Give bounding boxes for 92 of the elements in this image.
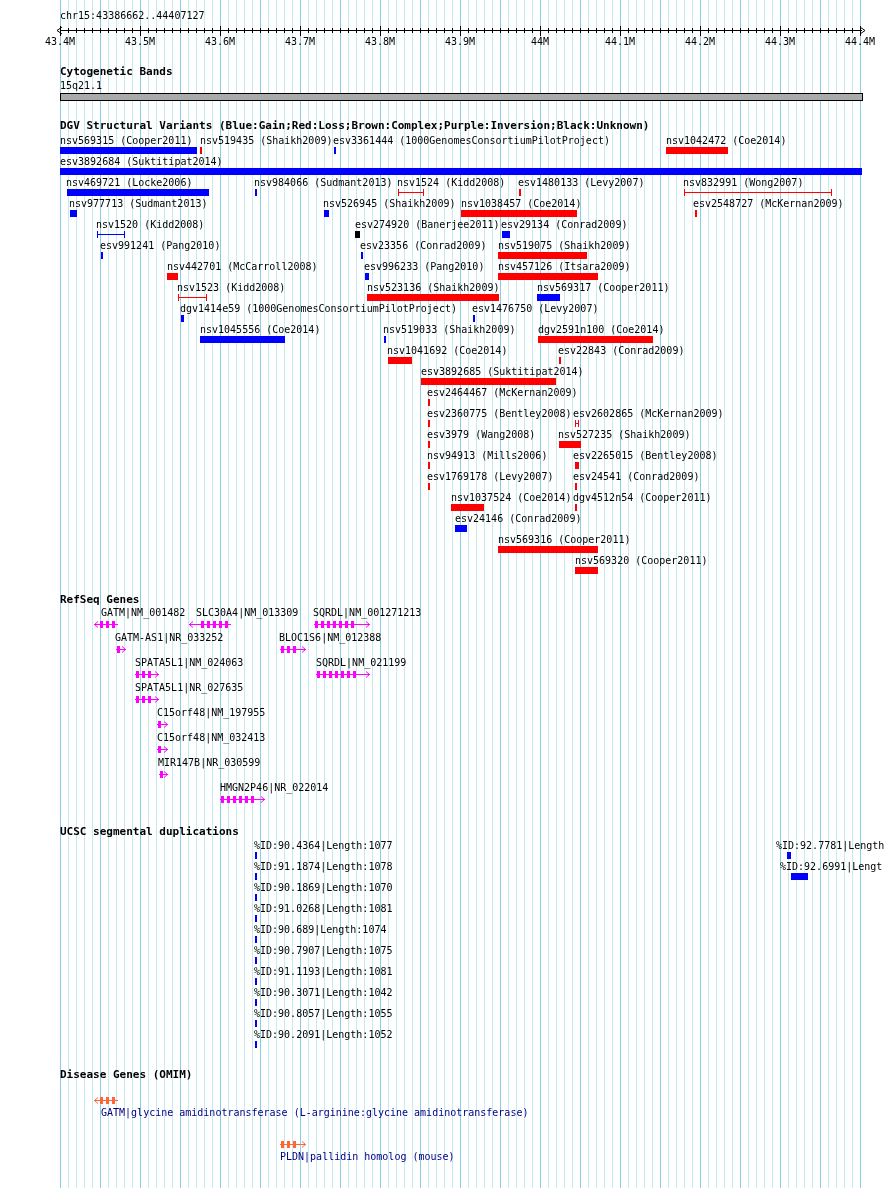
feature-label: esv2464467 (McKernan2009) xyxy=(427,387,578,399)
track-title: Cytogenetic Bands xyxy=(60,66,173,78)
feature-label: esv24541 (Conrad2009) xyxy=(573,471,700,483)
feature-label: nsv832991 (Wong2007) xyxy=(683,177,804,189)
feature-label: nsv1042472 (Coe2014) xyxy=(666,135,787,147)
feature-label: nsv1523 (Kidd2008) xyxy=(177,282,286,294)
feature-label: dgv4512n54 (Cooper2011) xyxy=(573,492,712,504)
tick-label: 43.6M xyxy=(204,36,236,48)
track-title: RefSeq Genes xyxy=(60,594,140,606)
feature-label: esv3979 (Wang2008) xyxy=(427,429,536,441)
tick-label: 44.3M xyxy=(764,36,796,48)
feature-label: nsv569316 (Cooper2011) xyxy=(498,534,631,546)
feature-label: nsv569315 (Cooper2011) xyxy=(60,135,193,147)
feature-label: esv29134 (Conrad2009) xyxy=(501,219,628,231)
feature-label: esv23356 (Conrad2009) xyxy=(360,240,487,252)
feature-label: nsv442701 (McCarroll2008) xyxy=(167,261,318,273)
tick-label: 44.2M xyxy=(684,36,716,48)
feature-label: nsv569317 (Cooper2011) xyxy=(537,282,670,294)
gene-label: C15orf48|NM_032413 xyxy=(157,732,266,744)
feature-label: nsv527235 (Shaikh2009) xyxy=(558,429,691,441)
duplication-label: %ID:90.3071|Length:1042 xyxy=(254,987,393,999)
feature-label: esv991241 (Pang2010) xyxy=(100,240,221,252)
locus-title: chr15:43386662..44407127 xyxy=(60,10,205,22)
tick-label: 44.1M xyxy=(604,36,636,48)
feature-label: esv24146 (Conrad2009) xyxy=(455,513,582,525)
feature-label: esv3361444 (1000GenomesConsortiumPilotProject) xyxy=(333,135,610,147)
feature-label: nsv457126 (Itsara2009) xyxy=(498,261,631,273)
feature-label: nsv526945 (Shaikh2009) xyxy=(323,198,456,210)
gene-label: BLOC1S6|NM_012388 xyxy=(279,632,382,644)
track-title: DGV Structural Variants (Blue:Gain;Red:Loss;Brown:Complex;Purple:Inversion;Black:Unknown) xyxy=(60,120,650,132)
duplication-label: %ID:90.4364|Length:1077 xyxy=(254,840,393,852)
feature-label: nsv519033 (Shaikh2009) xyxy=(383,324,516,336)
feature-label: nsv519075 (Shaikh2009) xyxy=(498,240,631,252)
gene-label: MIR147B|NR_030599 xyxy=(158,757,261,769)
tick-label: 44.4M xyxy=(844,36,876,48)
duplication-label: %ID:92.7781|Length xyxy=(776,840,885,852)
gene-label: SLC30A4|NM_013309 xyxy=(196,607,299,619)
tick-label: 43.4M xyxy=(44,36,76,48)
feature-label: dgv1414e59 (1000GenomesConsortiumPilotProject) xyxy=(180,303,457,315)
feature-label: nsv1041692 (Coe2014) xyxy=(387,345,508,357)
feature-label: esv2265015 (Bentley2008) xyxy=(573,450,718,462)
feature-label: esv3892684 (Suktitipat2014) xyxy=(60,156,223,168)
feature-label: nsv523136 (Shaikh2009) xyxy=(367,282,500,294)
duplication-label: %ID:90.689|Length:1074 xyxy=(254,924,387,936)
feature-label: nsv1045556 (Coe2014) xyxy=(200,324,321,336)
track-title: Disease Genes (OMIM) xyxy=(60,1069,193,1081)
feature-label: nsv1037524 (Coe2014) xyxy=(451,492,572,504)
feature-label: esv1480133 (Levy2007) xyxy=(518,177,645,189)
gene-label: C15orf48|NM_197955 xyxy=(157,707,266,719)
feature-label: esv996233 (Pang2010) xyxy=(364,261,485,273)
duplication-label: %ID:92.6991|Lengt xyxy=(780,861,883,873)
gene-label: SQRDL|NM_021199 xyxy=(316,657,407,669)
disease-gene-label: PLDN|pallidin homolog (mouse) xyxy=(280,1151,455,1163)
gene-label: HMGN2P46|NR_022014 xyxy=(220,782,329,794)
feature-label: esv22843 (Conrad2009) xyxy=(558,345,685,357)
feature-label: esv1769178 (Levy2007) xyxy=(427,471,554,483)
duplication-label: %ID:90.2091|Length:1052 xyxy=(254,1029,393,1041)
feature-label: nsv1520 (Kidd2008) xyxy=(96,219,205,231)
band-label: 15q21.1 xyxy=(60,80,103,92)
gene-label: SQRDL|NM_001271213 xyxy=(313,607,422,619)
feature-label: esv274920 (Banerjee2011) xyxy=(355,219,500,231)
duplication-label: %ID:90.7907|Length:1075 xyxy=(254,945,393,957)
feature-label: esv2548727 (McKernan2009) xyxy=(693,198,844,210)
feature-label: nsv569320 (Cooper2011) xyxy=(575,555,708,567)
duplication-label: %ID:90.8057|Length:1055 xyxy=(254,1008,393,1020)
tick-label: 43.9M xyxy=(444,36,476,48)
feature-label: nsv519435 (Shaikh2009) xyxy=(200,135,333,147)
tick-label: 43.5M xyxy=(124,36,156,48)
duplication-label: %ID:90.1869|Length:1070 xyxy=(254,882,393,894)
feature-label: esv2602865 (McKernan2009) xyxy=(573,408,724,420)
feature-label: dgv2591n100 (Coe2014) xyxy=(538,324,665,336)
gene-label: GATM-AS1|NR_033252 xyxy=(115,632,224,644)
disease-gene-label: GATM|glycine amidinotransferase (L-arginine:glycine amidinotransferase) xyxy=(101,1107,529,1119)
tick-label: 44M xyxy=(530,36,550,48)
feature-label: nsv1524 (Kidd2008) xyxy=(397,177,506,189)
gene-label: SPATA5L1|NR_027635 xyxy=(135,682,244,694)
feature-label: nsv94913 (Mills2006) xyxy=(427,450,548,462)
duplication-label: %ID:91.1193|Length:1081 xyxy=(254,966,393,978)
track-title: UCSC segmental duplications xyxy=(60,826,239,838)
feature-label: nsv977713 (Sudmant2013) xyxy=(69,198,208,210)
feature-label: esv1476750 (Levy2007) xyxy=(472,303,599,315)
duplication-label: %ID:91.1874|Length:1078 xyxy=(254,861,393,873)
feature-label: nsv1038457 (Coe2014) xyxy=(461,198,582,210)
gene-label: GATM|NM_001482 xyxy=(101,607,186,619)
feature-label: esv3892685 (Suktitipat2014) xyxy=(421,366,584,378)
tick-label: 43.8M xyxy=(364,36,396,48)
feature-label: nsv984066 (Sudmant2013) xyxy=(254,177,393,189)
feature-label: nsv469721 (Locke2006) xyxy=(66,177,193,189)
gene-label: SPATA5L1|NM_024063 xyxy=(135,657,244,669)
duplication-label: %ID:91.0268|Length:1081 xyxy=(254,903,393,915)
tick-label: 43.7M xyxy=(284,36,316,48)
feature-label: esv2360775 (Bentley2008) xyxy=(427,408,572,420)
